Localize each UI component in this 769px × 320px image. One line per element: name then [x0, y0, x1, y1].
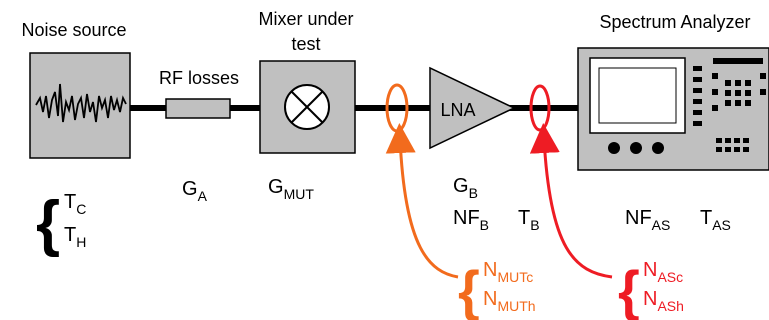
- analyzer-measurement-arrow: [529, 123, 613, 279]
- noise-source-label: Noise source: [21, 20, 126, 40]
- noise-temp-brace: {: [36, 189, 60, 258]
- keypad-icon: [725, 80, 751, 106]
- param-t-as: TAS: [700, 207, 731, 233]
- lna-label: LNA: [440, 100, 475, 120]
- param-g-mut: GMUT: [268, 176, 314, 202]
- mixer-label-line1: Mixer under: [258, 9, 353, 29]
- noise-waveform-icon: [35, 83, 127, 123]
- param-t-c: TC: [64, 191, 86, 217]
- param-g-a: GA: [182, 178, 208, 204]
- analyzer-label: Spectrum Analyzer: [599, 12, 750, 32]
- analyzer-brace: {: [618, 259, 640, 320]
- param-n-muth: NMUTh: [483, 288, 536, 314]
- param-g-b: GB: [453, 175, 478, 201]
- rf-losses-label: RF losses: [159, 68, 239, 88]
- mixer-label-line2: test: [291, 34, 320, 54]
- spectrum-analyzer-block: [577, 47, 769, 171]
- mut-brace: {: [458, 259, 480, 320]
- rf-losses-block: [165, 98, 231, 119]
- param-nf-b: NFB: [453, 207, 489, 233]
- noise-source-block: [29, 52, 131, 159]
- param-nf-as: NFAS: [625, 207, 670, 233]
- lna-block: [429, 66, 516, 150]
- mixer-block: [259, 60, 356, 154]
- param-n-ash: NASh: [643, 288, 684, 314]
- param-t-h: TH: [64, 224, 86, 250]
- param-n-asc: NASc: [643, 259, 683, 285]
- param-t-b: TB: [518, 207, 540, 233]
- mut-measurement-arrow: [385, 123, 459, 279]
- param-n-mutc: NMUTc: [483, 259, 533, 285]
